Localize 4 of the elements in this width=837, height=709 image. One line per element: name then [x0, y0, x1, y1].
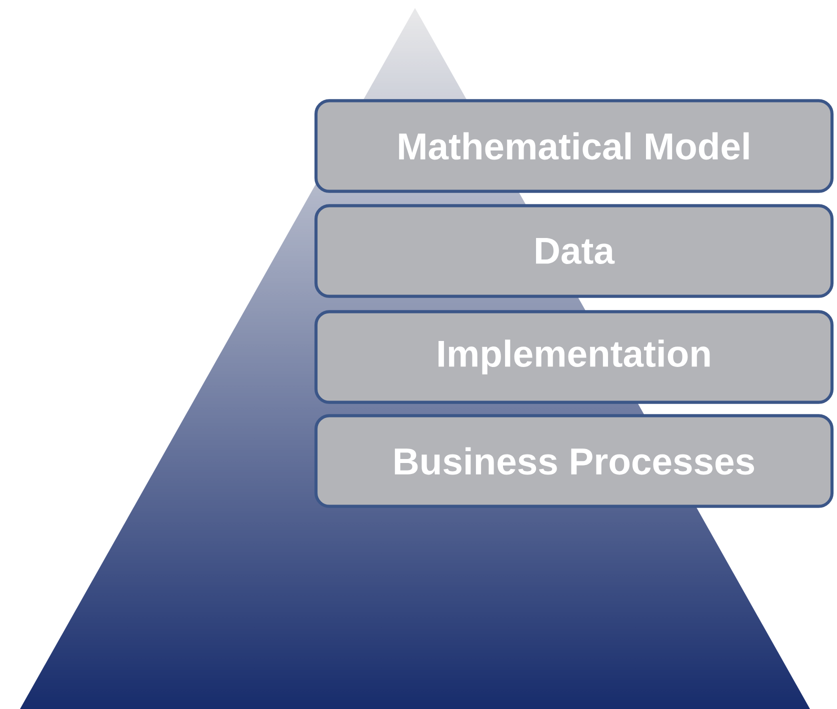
layer-box: Implementation: [314, 310, 834, 404]
layer-box: Mathematical Model: [314, 99, 834, 193]
layer-box: Business Processes: [314, 414, 834, 508]
layer-box: Data: [314, 204, 834, 298]
